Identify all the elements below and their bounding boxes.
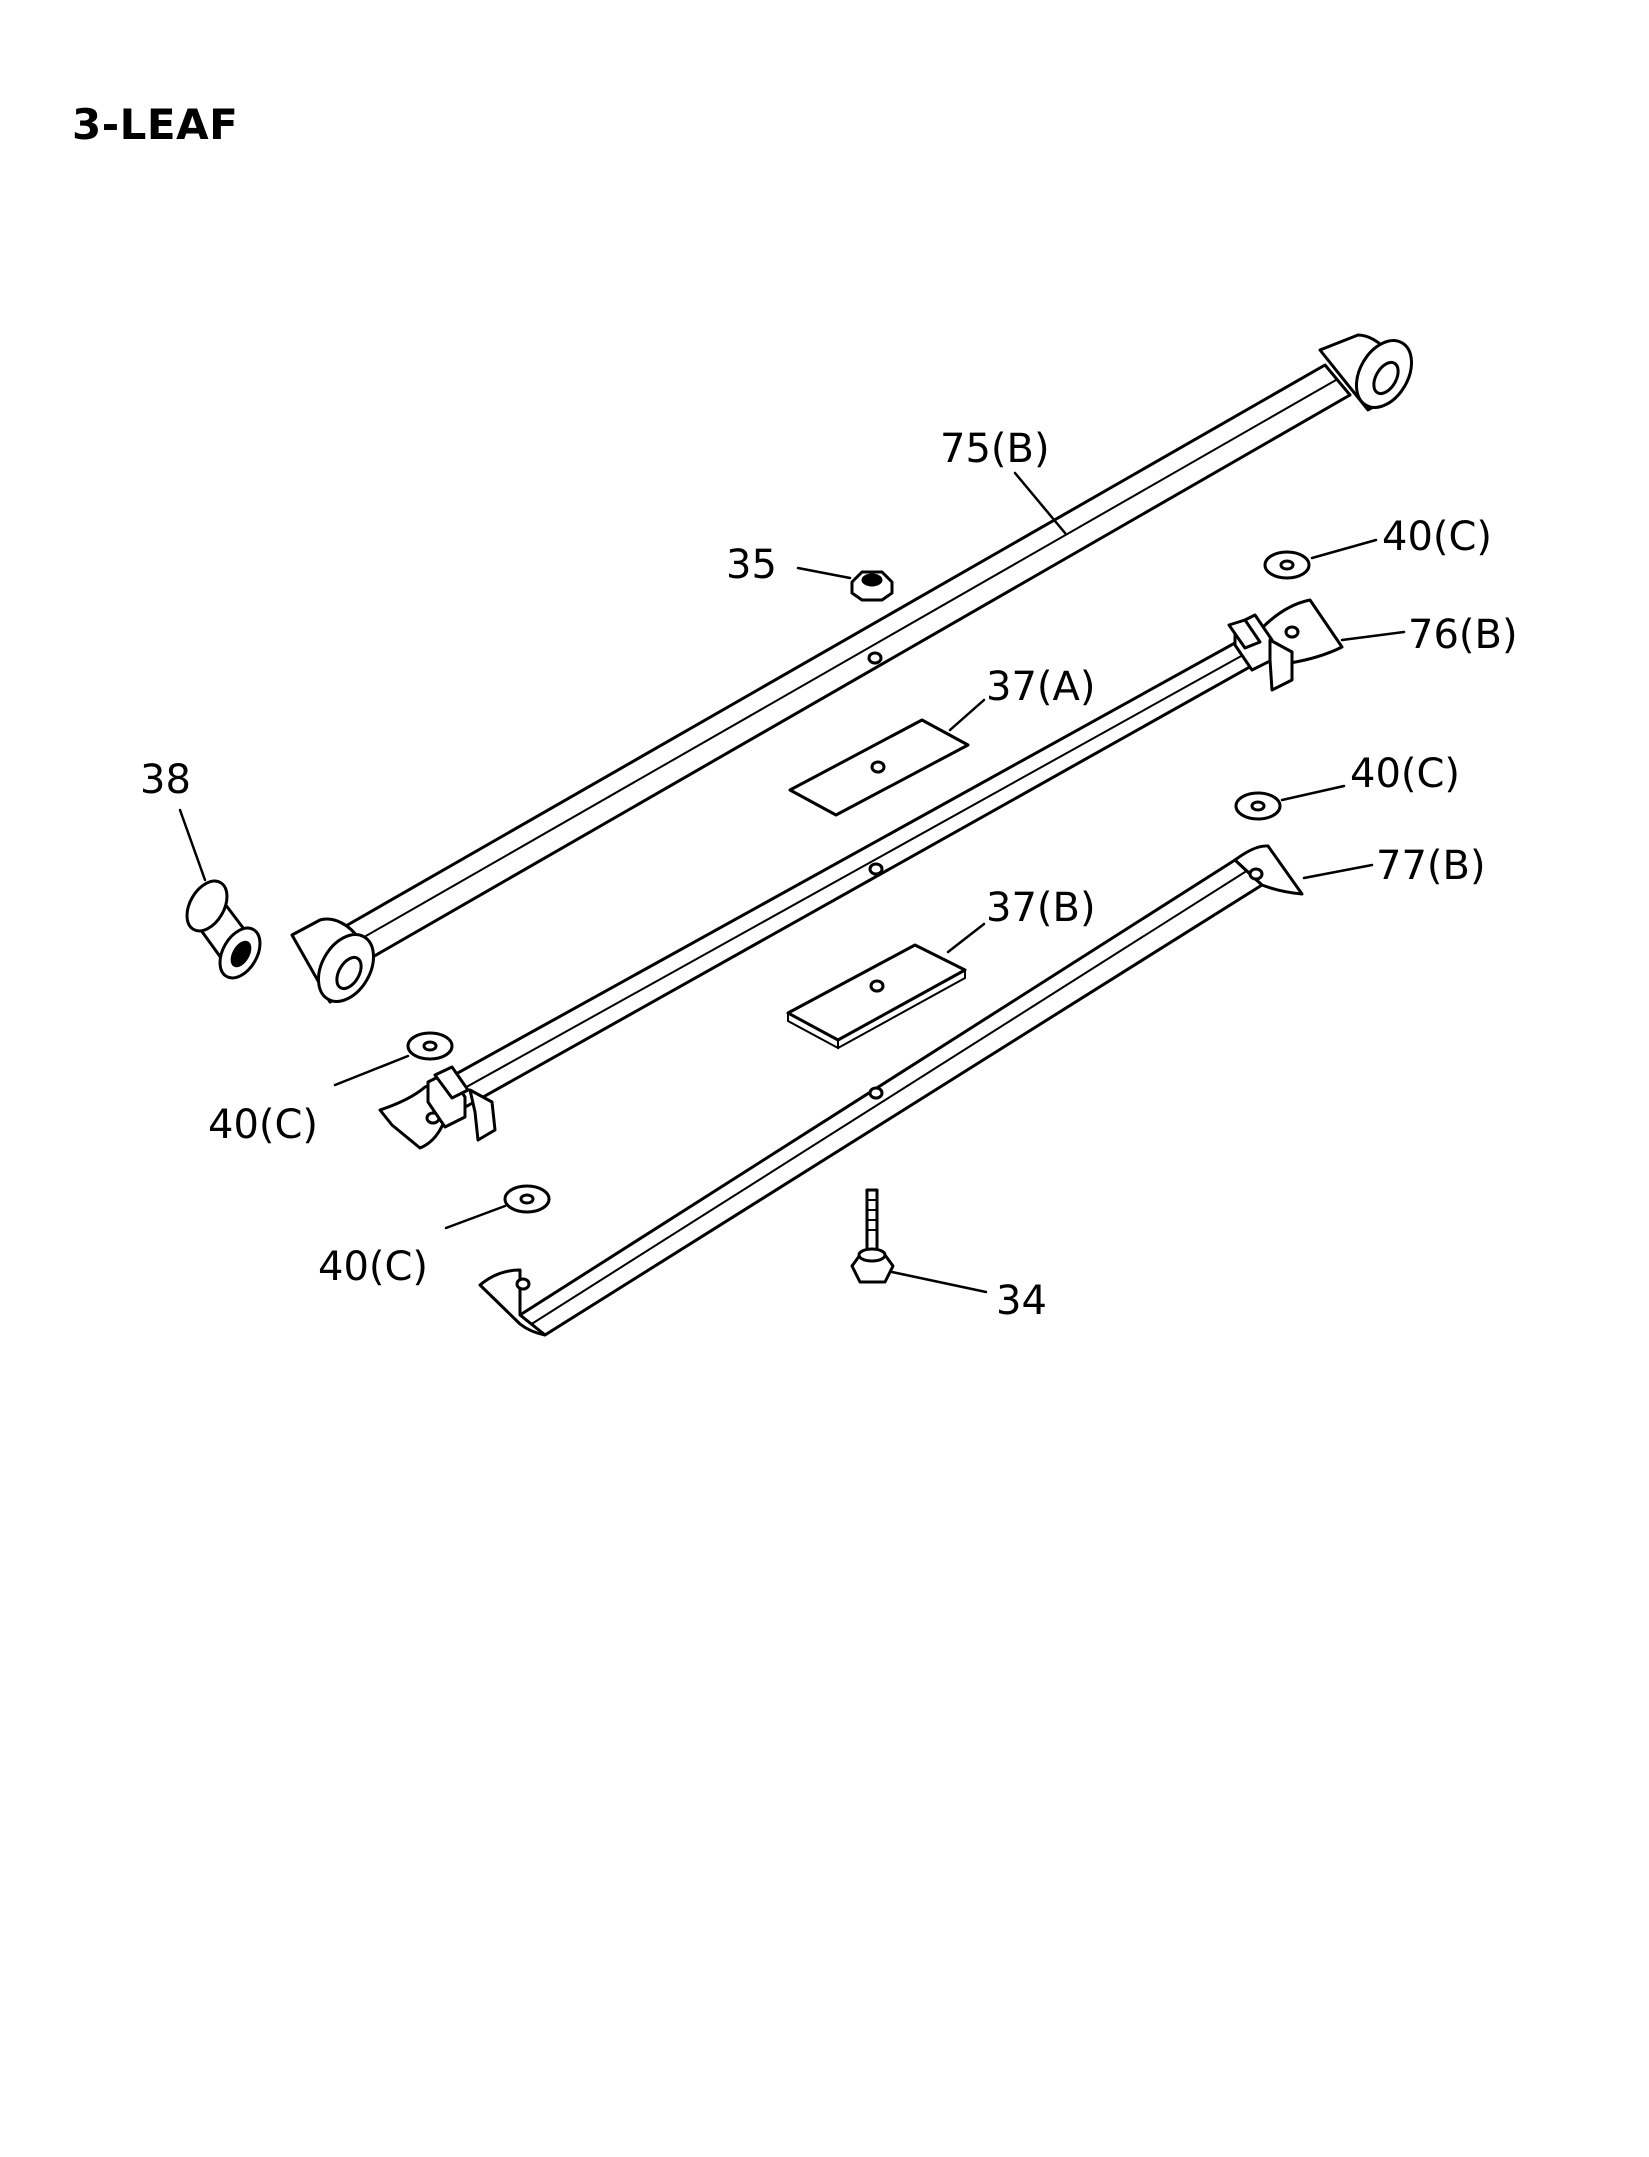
leaf-77b (478, 844, 1304, 1337)
callout-38: 38 (140, 757, 191, 803)
pad-37b (786, 943, 967, 1050)
callout-77b: 77(B) (1376, 843, 1486, 889)
callout-76b: 76(B) (1408, 612, 1518, 658)
washer-40c-top-right (1263, 550, 1311, 580)
callout-40c-mid-left: 40(C) (208, 1102, 318, 1148)
callout-40c-top-right: 40(C) (1382, 514, 1492, 560)
leader-lines (178, 471, 1406, 1294)
washer-40c-mid-left (406, 1031, 454, 1061)
callout-40c-bottom-left: 40(C) (318, 1244, 428, 1290)
bolt-34 (850, 1188, 895, 1284)
callout-37b: 37(B) (986, 885, 1096, 931)
callout-34: 34 (996, 1278, 1047, 1324)
callout-75b: 75(B) (940, 426, 1050, 472)
pad-37a (788, 718, 970, 817)
diagram-title: 3-LEAF (72, 100, 239, 149)
main-leaf-75b (290, 333, 1413, 1004)
callout-37a: 37(A) (986, 664, 1095, 710)
leaf-76b (378, 598, 1344, 1150)
callout-40c-mid-right: 40(C) (1350, 751, 1460, 797)
washer-40c-mid-right (1234, 791, 1282, 821)
washer-40c-bottom-left (503, 1184, 551, 1214)
nut-35 (850, 570, 894, 602)
callout-35: 35 (726, 542, 777, 588)
bushing-38 (185, 879, 262, 980)
